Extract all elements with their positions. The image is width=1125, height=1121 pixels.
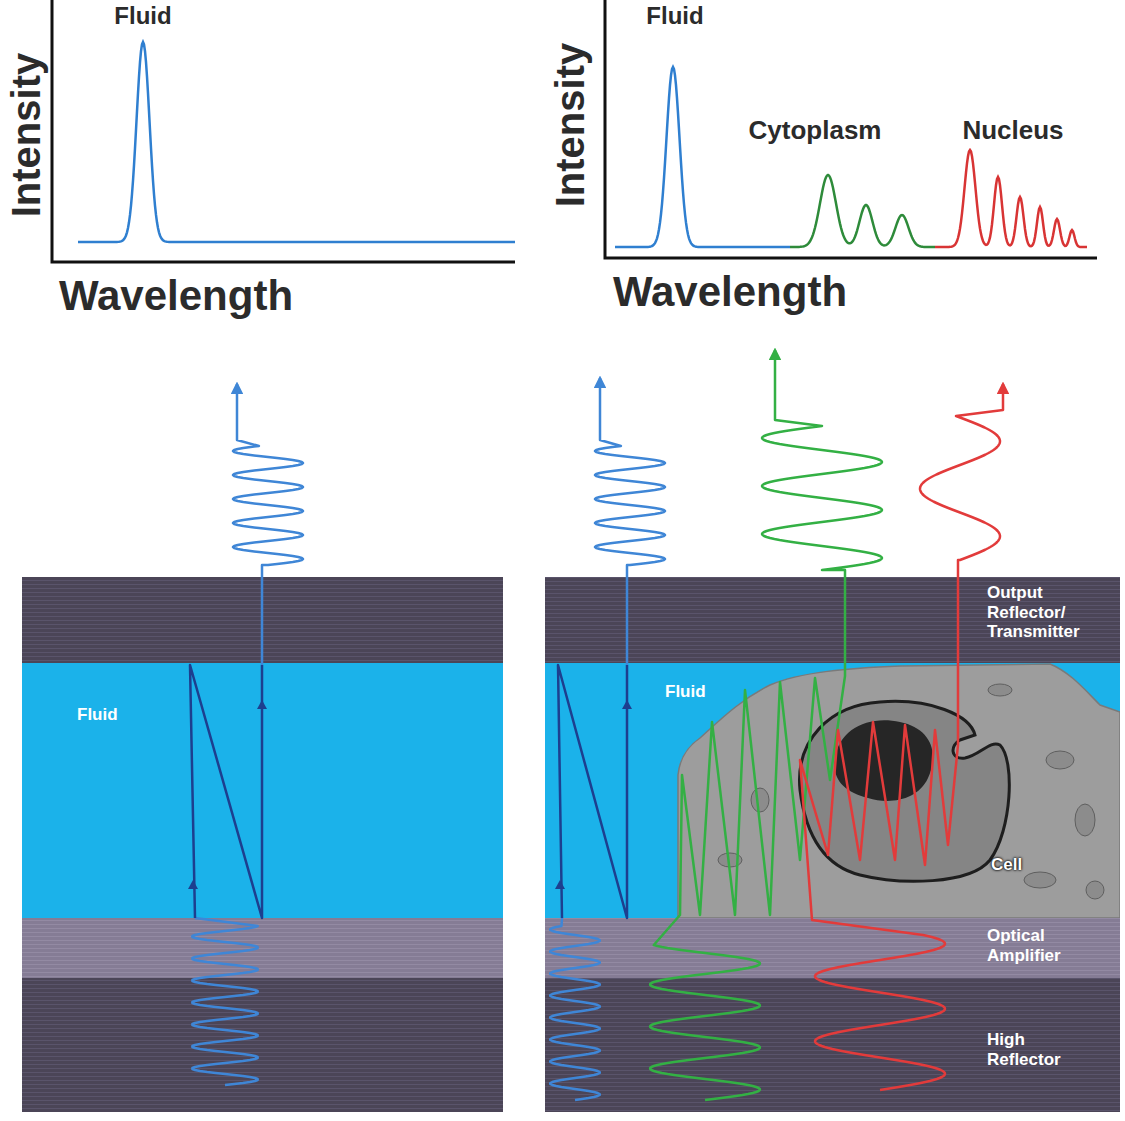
light-wave	[800, 384, 1003, 1090]
axis-title: Intensity	[548, 43, 592, 207]
cell-group	[678, 664, 1120, 918]
high-reflector-band: High Reflector	[545, 978, 1120, 1112]
cell-shape: Cell	[675, 663, 1120, 918]
plot-axes	[605, 0, 1097, 258]
organelle	[718, 853, 742, 867]
band-label: Optical Amplifier	[987, 926, 1099, 965]
cell-body	[678, 664, 1120, 918]
plot-axes	[52, 0, 515, 262]
fluid-band: Fluid	[22, 663, 503, 918]
organelle	[988, 684, 1012, 696]
light-wave	[550, 918, 599, 1100]
amplifier-band: Optical Amplifier	[545, 918, 1120, 978]
light-wave	[558, 665, 627, 918]
amplifier-band	[22, 918, 503, 978]
organelle	[1046, 751, 1074, 769]
organelle	[1086, 881, 1104, 899]
axis-title: Intensity	[4, 53, 48, 217]
band-label: Fluid	[77, 705, 118, 725]
fluid-band: FluidCell	[545, 663, 1120, 918]
peak-label: Fluid	[646, 3, 703, 29]
axis-title: Wavelength	[613, 269, 847, 315]
high-reflector-band	[22, 978, 503, 1112]
ray-arrowhead	[555, 880, 565, 889]
peak-label: Nucleus	[962, 116, 1063, 145]
axis-title: Wavelength	[59, 273, 293, 319]
cell-illustration	[675, 663, 1120, 918]
band-label: High Reflector	[987, 1030, 1099, 1069]
peak-label: Cytoplasm	[749, 116, 882, 145]
ray-arrowhead	[188, 880, 198, 889]
spectrum-curve	[935, 150, 1087, 247]
wave-paths	[188, 350, 1003, 1100]
band-label: Output Reflector/ Transmitter	[987, 583, 1099, 642]
spectrum-lines	[78, 42, 1087, 247]
band-label: Fluid	[665, 682, 706, 702]
ray-arrowhead	[257, 700, 267, 709]
peak-label: Fluid	[114, 3, 171, 29]
organelle	[1024, 872, 1056, 888]
light-wave	[650, 350, 882, 1100]
band-label: Cell	[991, 855, 1022, 875]
spectrum-curve	[78, 42, 515, 242]
nucleolus	[835, 720, 933, 801]
nucleus	[800, 701, 1010, 881]
spectrum-curve	[615, 67, 790, 247]
organelle	[751, 788, 769, 812]
light-wave	[192, 918, 257, 1085]
spectrum-curve	[790, 175, 935, 247]
light-wave	[233, 384, 303, 665]
light-wave	[595, 378, 665, 665]
ray-arrowhead	[622, 700, 632, 709]
organelle	[1075, 804, 1095, 836]
light-wave	[190, 665, 262, 918]
output-reflector-band	[22, 577, 503, 663]
output-reflector-band: Output Reflector/ Transmitter	[545, 577, 1120, 663]
